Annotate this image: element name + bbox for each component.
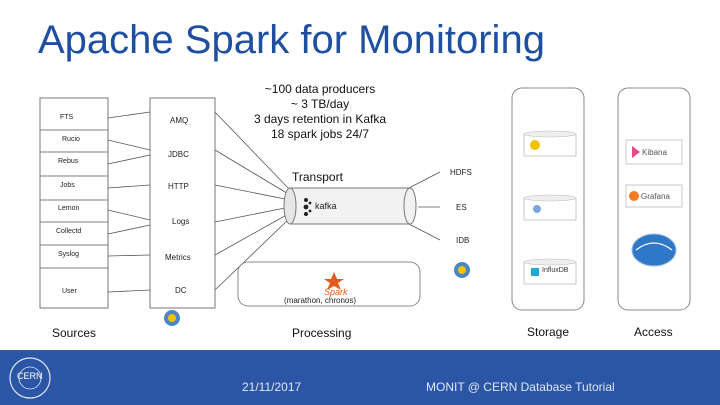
spark-wordmark: Spark: [324, 287, 348, 297]
grafana-wordmark: Grafana: [641, 192, 670, 201]
kafka-label: kafka: [315, 201, 337, 211]
kafka-icon: [303, 198, 312, 216]
column-storage: Storage: [527, 325, 570, 339]
storage-idb: IDB: [456, 236, 470, 245]
stat-jobs: 18 spark jobs 24/7: [270, 127, 370, 141]
access-box: [617, 87, 691, 311]
cern-wordmark: CERN: [17, 371, 43, 381]
footer-date: 21/11/2017: [242, 380, 302, 394]
stats-block: ~100 data producers ~ 3 TB/day 3 days re…: [230, 82, 410, 142]
protocol-jdbc: JDBC: [168, 150, 189, 159]
storage-es: ES: [456, 203, 467, 212]
grafana-icon: [629, 191, 639, 201]
source-fts: FTS: [60, 114, 74, 121]
influxdb-icon: [531, 268, 539, 276]
stat-producers: ~100 data producers: [264, 82, 376, 96]
cern-logo-icon: [9, 357, 51, 399]
footer-event: MONIT @ CERN Database Tutorial: [426, 380, 615, 394]
protocol-dc: DC: [175, 286, 187, 295]
protocol-logs: Logs: [172, 217, 190, 226]
source-rebus: Rebus: [58, 158, 79, 165]
source-user: User: [62, 288, 77, 295]
protocol-metrics: Metrics: [165, 253, 191, 262]
elasticsearch-icon: [533, 205, 541, 213]
kibana-icon: [632, 146, 640, 158]
column-sources: Sources: [52, 326, 97, 340]
protocol-amq: AMQ: [170, 116, 189, 125]
source-collectd: Collectd: [56, 228, 82, 235]
source-jobs: Jobs: [60, 182, 75, 189]
storage-box: [511, 87, 585, 311]
column-access: Access: [634, 325, 673, 339]
kibana-wordmark: Kibana: [642, 148, 667, 157]
source-rucio: Rucio: [62, 136, 80, 143]
spark-icon: [324, 272, 344, 290]
processing-note: (marathon, chronos): [284, 296, 357, 305]
stat-retention: 3 days retention in Kafka: [253, 112, 387, 126]
zeppelin-icon: [631, 233, 677, 267]
influxdb-wordmark: InfluxDB: [542, 267, 569, 274]
footer-bar: [0, 350, 720, 405]
column-processing: Processing: [292, 326, 352, 340]
storage-hdfs: HDFS: [450, 168, 472, 177]
stat-volume: ~ 3 TB/day: [290, 97, 350, 111]
hadoop-icon: [530, 140, 540, 150]
source-lemon: Lemon: [58, 205, 80, 212]
protocol-http: HTTP: [168, 182, 189, 191]
transport-label: Transport: [292, 170, 343, 184]
slide-title: Apache Spark for Monitoring: [38, 18, 545, 62]
processing-box: [237, 261, 421, 307]
source-syslog: Syslog: [58, 251, 80, 258]
